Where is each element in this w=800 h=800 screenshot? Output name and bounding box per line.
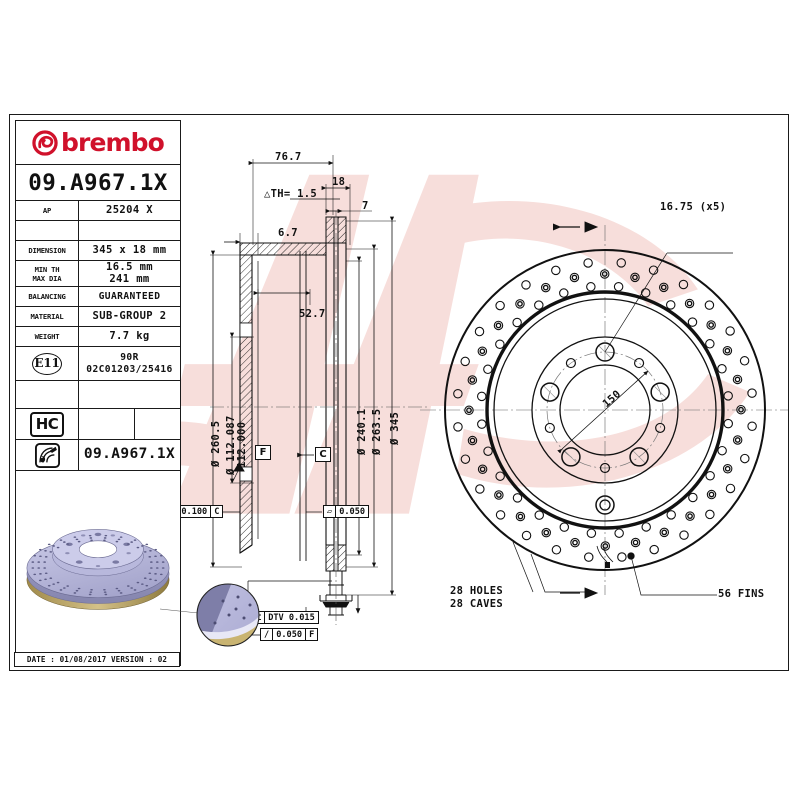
callout-holes: 28 HOLES (450, 585, 503, 597)
tol-symbol-2: ⌶ (253, 612, 266, 623)
spec-value-blank2 (79, 381, 180, 408)
tol-symbol-1: ▱ (324, 506, 337, 517)
brand-name: brembo (61, 128, 165, 157)
drawing-frame: 76.7 18 △TH= 1.5 7 6.7 52.7 Ø 260.5 Ø 11… (9, 114, 789, 671)
dim-dia-center-bore-min: 112.000 (236, 421, 248, 468)
hc-badge-cell: HC (16, 409, 79, 439)
spec-row-weight: WEIGHT 7.7 kg (16, 327, 180, 347)
tol-datum-0: C (214, 506, 220, 517)
spec-value-ap: 25204 X (105, 203, 154, 216)
tol-value-1: 0.050 (339, 506, 366, 517)
part-number: 09.A967.1X (28, 169, 168, 196)
homologation-badge-cell: E11 (16, 347, 79, 380)
brembo-ring-logo-icon (32, 129, 58, 156)
spec-row-ap: AP 25204 X (16, 201, 180, 221)
spec-value-minth-maxdia: 16.5 mm 241 mm (105, 261, 154, 285)
disc-part-number: 09.A967.1X (83, 446, 176, 463)
spec-label-dimension: DIMENSION (16, 241, 79, 260)
spec-label-ap: AP (16, 201, 79, 220)
dim-dia-inner-ring: Ø 240.1 (356, 408, 368, 455)
spec-row-blank1 (16, 221, 180, 241)
homologation-line2: 02C01203/25416 (86, 363, 173, 375)
callout-bolt-circle: 150 (600, 387, 624, 411)
brand-logo-row: brembo (16, 121, 180, 165)
spec-value-weight: 7.7 kg (109, 329, 150, 342)
callout-caves: 28 CAVES (450, 598, 503, 610)
hc-badge: HC (30, 411, 64, 437)
spec-row-minth-maxdia: MIN TH MAX DIA 16.5 mm 241 mm (16, 261, 180, 287)
spec-value-balancing: GUARANTEED (98, 290, 161, 302)
tol-datum-3: F (309, 629, 315, 640)
tol-value-2: DTV 0.015 (268, 612, 315, 623)
spec-label-blank2 (16, 381, 79, 408)
spec-value-dimension: 345 x 18 mm (92, 243, 167, 256)
homologation-row: E11 90R 02C01203/25416 (16, 347, 180, 381)
hc-cell-right (135, 409, 180, 439)
date-bar: DATE : 01/08/2017 VERSION : 02 (14, 652, 180, 667)
dim-hub-width: 18 (332, 176, 346, 188)
info-panel: brembo 09.A967.1X AP 25204 X DIMENSION 3… (15, 120, 181, 666)
spec-row-balancing: BALANCING GUARANTEED (16, 287, 180, 307)
dim-offset: 6.7 (278, 227, 298, 239)
dim-dia-outer: Ø 345 (389, 411, 401, 445)
datum-f: F (255, 445, 271, 460)
tol-value-3: 0.050 (273, 629, 307, 640)
spec-value-material: SUB-GROUP 2 (92, 309, 167, 322)
product-photo-row (16, 471, 180, 665)
part-number-row: 09.A967.1X (16, 165, 180, 201)
spec-row-blank2 (16, 381, 180, 409)
homologation-line1: 90R (120, 352, 139, 363)
brake-disc-3d-render (26, 529, 170, 610)
dim-dia-mid-ring: Ø 263.5 (371, 408, 383, 455)
dim-delta-th: △TH= 1.5 (264, 188, 317, 200)
dim-dia-outer-hat: Ø 260.5 (210, 420, 222, 467)
spec-value-blank1 (79, 221, 180, 240)
disc-icon-cell (16, 440, 79, 470)
homologation-value-cell: 90R 02C01203/25416 (79, 347, 180, 380)
tolerance-runout: / 0.050 F (260, 628, 319, 641)
disc-part-row: 09.A967.1X (16, 440, 180, 471)
tol-symbol-3: / (261, 629, 274, 640)
hc-cell-mid (79, 409, 135, 439)
dim-overall-width: 76.7 (275, 151, 302, 163)
tolerance-flatness: ▱ 0.050 (323, 505, 370, 518)
callout-bolt-hole: 16.75 (x5) (660, 201, 727, 213)
spec-label-blank1 (16, 221, 79, 240)
dim-inner-depth: 52.7 (299, 308, 326, 320)
spec-label-weight: WEIGHT (16, 327, 79, 346)
spec-label-minth-maxdia: MIN TH MAX DIA (16, 261, 79, 286)
datum-c: C (315, 447, 331, 462)
spec-row-dimension: DIMENSION 345 x 18 mm (16, 241, 180, 261)
e11-badge: E11 (32, 352, 62, 375)
spec-label-material: MATERIAL (16, 307, 79, 326)
tol-value-0: 0.100 (178, 506, 212, 517)
tolerance-dtv: ⌶ DTV 0.015 (252, 611, 319, 624)
spec-row-material: MATERIAL SUB-GROUP 2 (16, 307, 180, 327)
dim-vane-gap: 7 (362, 200, 369, 212)
hc-row: HC (16, 409, 180, 440)
callout-fins: 56 FINS (718, 588, 765, 600)
brake-disc-icon (34, 442, 60, 468)
spec-label-balancing: BALANCING (16, 287, 79, 306)
